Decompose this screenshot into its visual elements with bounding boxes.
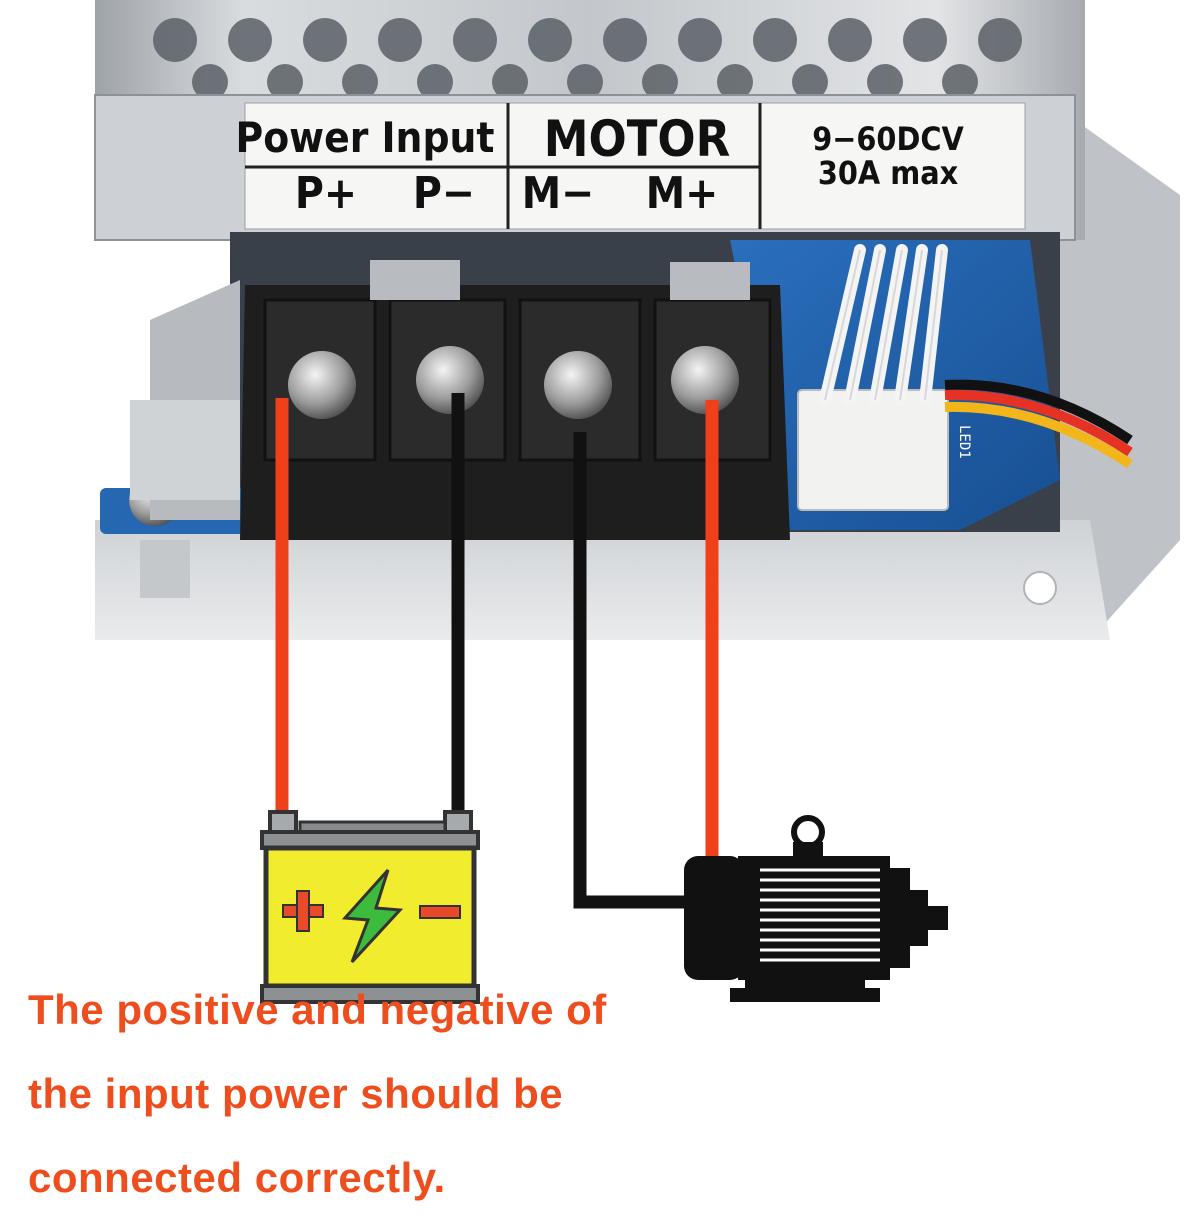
power-input-title: Power Input (236, 113, 495, 162)
caption-line-1: The positive and negative of (28, 986, 607, 1033)
plus-icon (282, 890, 324, 932)
terminal-block (240, 260, 790, 540)
terminal-screw-p-minus (416, 346, 484, 414)
terminal-screw-m-minus (544, 351, 612, 419)
wires (275, 393, 719, 909)
lightning-bolt-icon (341, 868, 404, 964)
black-wire-motor-negative (573, 432, 688, 909)
motor-title: MOTOR (544, 110, 731, 168)
terminal-label-m-minus: M− (522, 168, 595, 219)
minus-icon (419, 905, 461, 919)
caption-line-3: connected correctly. (28, 1154, 446, 1201)
terminal-label-p-minus: P− (413, 168, 475, 219)
terminal-screw-p-plus (288, 351, 356, 419)
spec-label: Power Input MOTOR P+ P− M− M+ 9−60DCV 30… (236, 102, 1026, 230)
wiring-caption: The positive and negative of the input p… (28, 968, 1178, 1220)
voltage-rating: 9−60DCV (812, 120, 964, 158)
terminal-label-p-plus: P+ (295, 168, 357, 219)
current-rating: 30A max (818, 154, 959, 192)
motor-icon (684, 815, 948, 1002)
terminal-label-m-plus: M+ (646, 168, 719, 219)
led-label: LED1 (956, 425, 972, 459)
battery-icon (260, 810, 480, 1004)
caption-line-2: the input power should be (28, 1070, 564, 1117)
terminal-screw-m-plus (671, 346, 739, 414)
